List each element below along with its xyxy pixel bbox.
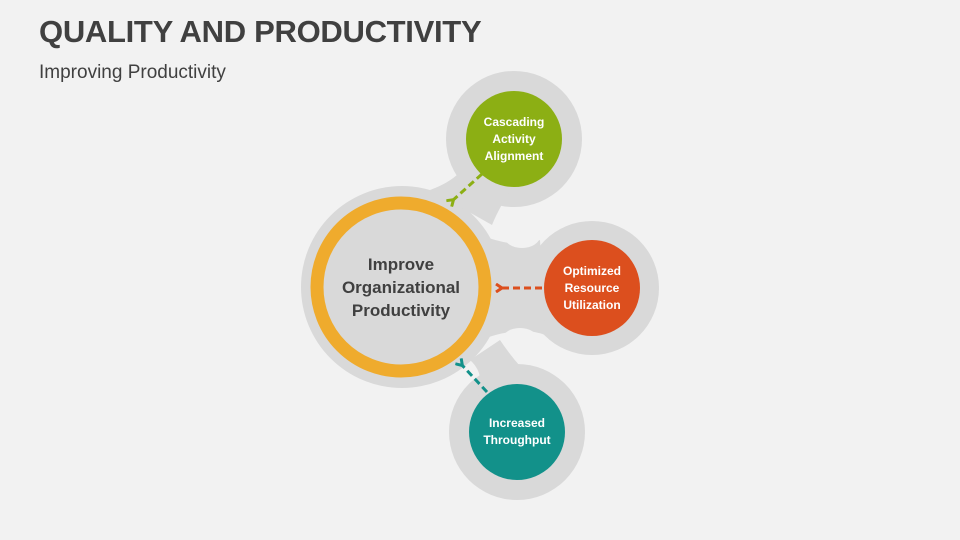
node-line: Activity [492, 131, 536, 146]
node-line: Cascading [483, 114, 545, 129]
center-line: Improve [367, 254, 435, 274]
node-cascading-label: Cascading Activity Alignment [470, 109, 558, 169]
slide-title: QUALITY AND PRODUCTIVITY [39, 14, 482, 49]
arrow-throughput [461, 364, 489, 394]
slide-subtitle: Improving Productivity [39, 62, 226, 83]
node-line: Resource [564, 280, 620, 295]
node-line: Increased [488, 416, 546, 430]
node-line: Optimized [562, 263, 621, 278]
center-line: Organizational [341, 277, 461, 297]
center-ring [310, 196, 492, 378]
node-line: Utilization [563, 297, 621, 312]
node-line: Alignment [484, 148, 544, 163]
center-label: Improve Organizational Productivity [321, 247, 481, 327]
node-line: Throughput [483, 433, 551, 447]
node-optimized-circle [544, 240, 640, 336]
node-throughput-circle [469, 384, 565, 480]
node-throughput-label: Increased Throughput [473, 412, 561, 452]
node-optimized-label: Optimized Resource Utilization [548, 258, 636, 318]
center-line: Productivity [351, 300, 451, 320]
arrow-cascading [452, 172, 484, 201]
node-cascading-circle [466, 91, 562, 187]
